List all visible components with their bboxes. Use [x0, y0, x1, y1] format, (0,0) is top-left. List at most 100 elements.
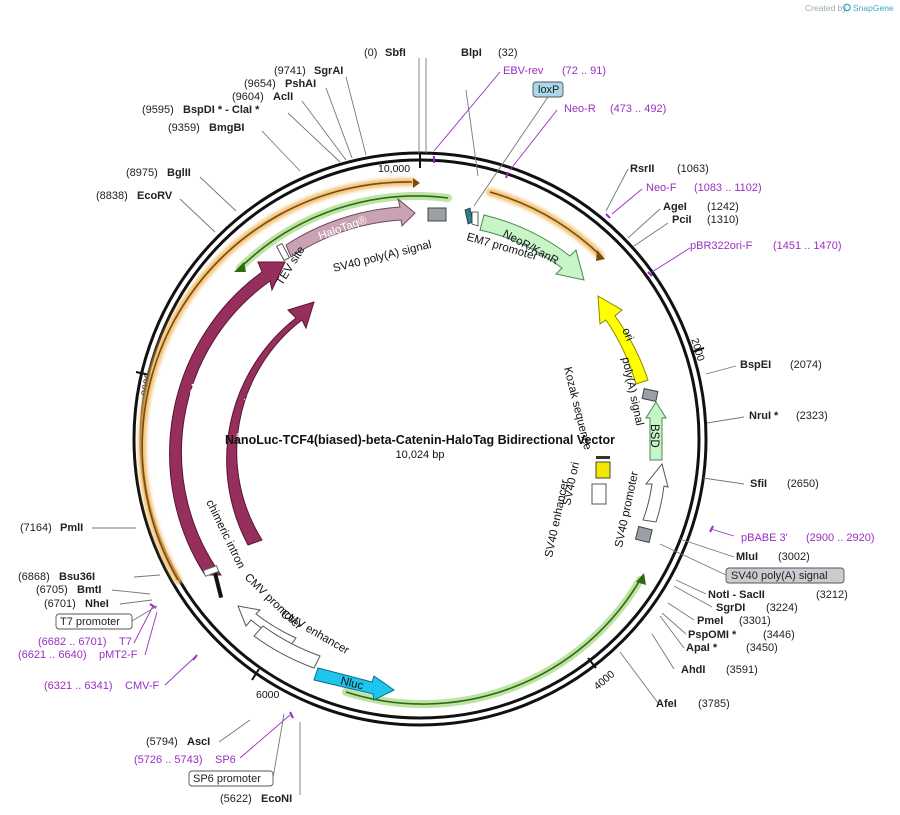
primer-t7-name: T7 [119, 636, 132, 648]
enzyme-sbfi-name: SbfI [385, 47, 406, 59]
enzyme-mlui-name: MluI [736, 551, 758, 563]
primer-cmv-f-range: (6321 .. 6341) [44, 680, 113, 692]
sv40-polya-box-label: SV40 poly(A) signal [731, 570, 828, 582]
credit-brand: SnapGene [853, 3, 894, 13]
enzyme-sgrdi-name: SgrDI [716, 602, 745, 614]
enzyme-ecorv-name: EcoRV [137, 190, 173, 202]
primer-pbabe3-range: (2900 .. 2920) [806, 532, 875, 544]
enzyme-leaders [92, 58, 745, 795]
orange-arc-arrowhead-2 [596, 250, 605, 261]
enzyme-bmgbi-name: BmgBI [209, 122, 244, 134]
credit-prefix: Created by [805, 3, 847, 13]
bsd-feature[interactable] [645, 401, 667, 461]
enzyme-pmli-name: PmlI [60, 522, 83, 534]
enzyme-nhei-name: NheI [85, 598, 109, 610]
enzyme-afei-name: AfeI [656, 698, 677, 710]
primer-neo-f-name: Neo-F [646, 182, 677, 194]
ori-feature[interactable] [597, 295, 649, 385]
primer-marks [149, 156, 714, 719]
loxp-leader [473, 96, 549, 207]
enzyme-sbfi-pos: (0) [364, 47, 377, 59]
enzyme-econi-name: EcoNI [261, 793, 292, 805]
orange-arcs [138, 177, 605, 584]
enzyme-agei-pos: (1242) [707, 201, 739, 213]
enzyme-pspomi-name: PspOMI * [688, 629, 737, 641]
enzyme-sgrai-name: SgrAI [314, 65, 343, 77]
primer-pbr322ori-f-name: pBR322ori-F [690, 240, 753, 252]
map-title: NanoLuc-TCF4(biased)-beta-Catenin-HaloTa… [225, 433, 615, 447]
chimeric-intron-marker[interactable] [212, 571, 224, 599]
enzyme-nrui-pos: (2323) [796, 410, 828, 422]
sv40-enhancer-label: SV40 enhancer [543, 478, 571, 558]
enzyme-sgrai-pos: (9741) [274, 65, 306, 77]
primer-cmv-f-name: CMV-F [125, 680, 160, 692]
neor-kanr-feature[interactable] [479, 214, 585, 281]
enzyme-noti-pos: (3212) [816, 589, 848, 601]
enzyme-econi-pos: (5622) [220, 793, 252, 805]
enzyme-apai-name: ApaI * [686, 642, 718, 654]
enzyme-pcii-name: PciI [672, 214, 692, 226]
sp6-promoter-box-label: SP6 promoter [193, 773, 261, 785]
enzyme-pmei-name: PmeI [697, 615, 723, 627]
enzyme-nrui-name: NruI * [749, 410, 779, 422]
sv40-enhancer-feature[interactable] [591, 483, 607, 505]
enzyme-bmgbi-pos: (9359) [168, 122, 200, 134]
enzyme-sfii-pos: (2650) [787, 478, 819, 490]
enzyme-pmli-pos: (7164) [20, 522, 52, 534]
enzyme-afei-pos: (3785) [698, 698, 730, 710]
halotag-feature[interactable] [285, 197, 416, 258]
enzyme-pcii-pos: (1310) [707, 214, 739, 226]
enzyme-ecorv-pos: (8838) [96, 190, 128, 202]
sv40-ori-feature[interactable] [595, 461, 611, 479]
sv40-polya-box-feature[interactable] [427, 207, 447, 222]
enzyme-apai-pos: (3450) [746, 642, 778, 654]
enzyme-bspdi-pos: (9595) [142, 104, 174, 116]
chimeric-intron-feature[interactable] [202, 565, 220, 577]
polya-signal-feature[interactable] [641, 388, 659, 402]
sp6-promoter-box[interactable] [188, 770, 274, 787]
kozak-marker[interactable] [596, 456, 610, 459]
primer-neo-r-name: Neo-R [564, 103, 596, 115]
enzyme-bmti-pos: (6705) [36, 584, 68, 596]
ctnnb1-feature[interactable] [169, 261, 286, 576]
tev-site-feature[interactable] [275, 242, 291, 262]
tick-label-10000: 10,000 [378, 163, 410, 175]
primer-neo-f-range: (1083 .. 1102) [694, 182, 762, 194]
enzyme-pspomi-pos: (3446) [763, 629, 795, 641]
enzyme-acli-name: AclI [273, 91, 293, 103]
enzyme-agei-name: AgeI [663, 201, 687, 213]
enzyme-bmti-name: BmtI [77, 584, 101, 596]
beta-catenin-feature[interactable] [226, 301, 315, 546]
t7-promoter-box-label: T7 promoter [60, 616, 120, 628]
primer-neo-r-range: (473 .. 492) [610, 103, 666, 115]
enzyme-pshai-name: PshAI [285, 78, 316, 90]
primer-pmt2-f-name: pMT2-F [99, 649, 138, 661]
enzyme-asci-name: AscI [187, 736, 210, 748]
primer-pbr322ori-f-range: (1451 .. 1470) [773, 240, 842, 252]
enzyme-bglii-name: BglII [167, 167, 191, 179]
primer-ebv-rev-range: (72 .. 91) [562, 65, 606, 77]
enzyme-acli-pos: (9604) [232, 91, 264, 103]
enzyme-bsu36i-pos: (6868) [18, 571, 50, 583]
em7-promoter-feature[interactable] [471, 211, 479, 227]
t7-promoter-box[interactable] [55, 613, 133, 630]
sv40-promoter-right-feature[interactable] [642, 462, 669, 523]
nluc-feature[interactable] [313, 667, 395, 701]
map-size: 10,024 bp [396, 449, 445, 461]
cmv-enhancer-feature[interactable] [253, 625, 321, 669]
sv40-polya-right-box-feature[interactable] [634, 525, 653, 544]
loxp-box-label: loxP [538, 84, 559, 96]
enzyme-bsu36i-name: Bsu36I [59, 571, 95, 583]
enzyme-mlui-pos: (3002) [778, 551, 810, 563]
enzyme-bspei-pos: (2074) [790, 359, 822, 371]
sv40-polya-box[interactable] [725, 567, 845, 584]
nluc-label: Nluc [339, 675, 364, 692]
enzyme-pmei-pos: (3301) [739, 615, 771, 627]
enzyme-blpi-name: BlpI [461, 47, 482, 59]
enzyme-sgrdi-pos: (3224) [766, 602, 798, 614]
enzyme-rsrii-pos: (1063) [677, 163, 709, 175]
enzyme-bspei-name: BspEI [740, 359, 771, 371]
enzyme-pshai-pos: (9654) [244, 78, 276, 90]
primer-pmt2-f-range: (6621 .. 6640) [18, 649, 87, 661]
